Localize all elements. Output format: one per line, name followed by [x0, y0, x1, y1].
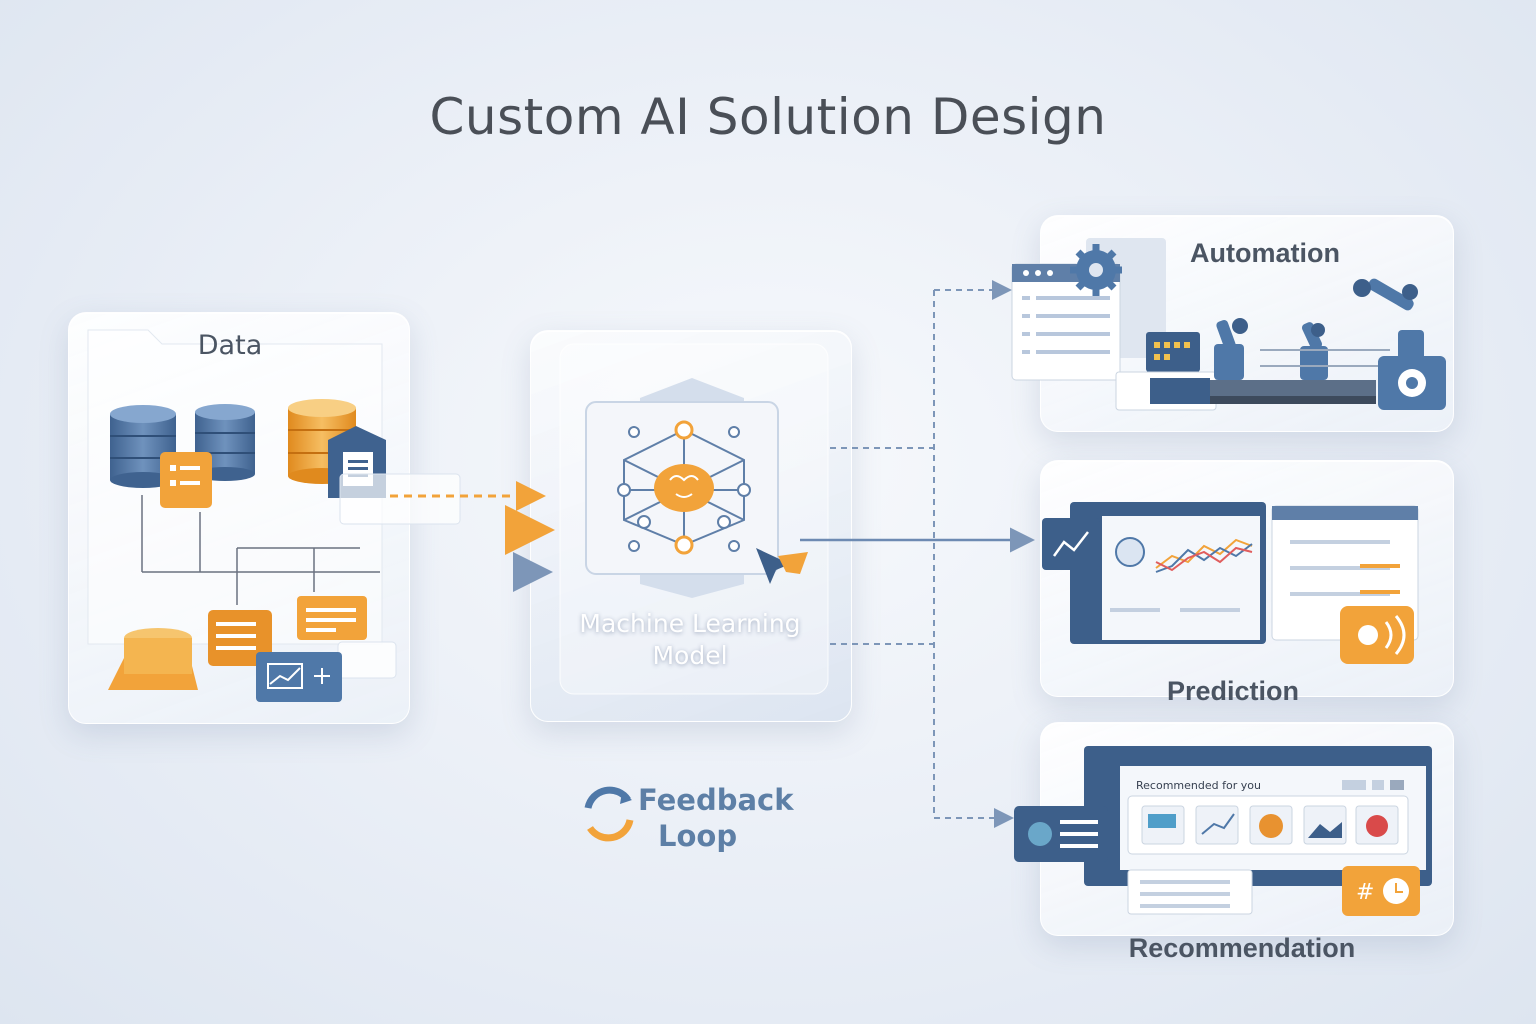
automation-illustration	[1011, 238, 1446, 411]
svg-text:#: #	[1356, 880, 1374, 905]
chart-card-icon	[256, 652, 342, 702]
feedback-label-line2: Loop	[658, 819, 738, 853]
prediction-label: Prediction	[1166, 676, 1300, 706]
prediction-illustration	[1042, 502, 1419, 664]
recommended-heading: Recommended for you	[1136, 779, 1261, 792]
storage-icon	[108, 628, 198, 690]
line-chart	[1155, 538, 1253, 573]
automation-label: Automation	[1190, 238, 1340, 268]
recommendation-illustration: #	[1014, 746, 1432, 916]
model-to-outputs-connectors	[800, 280, 1035, 828]
data-icons	[87, 329, 461, 702]
chart-icon	[1042, 518, 1100, 570]
document-icon	[160, 452, 212, 508]
document-icon	[297, 596, 367, 640]
list-card-icon	[1014, 806, 1108, 862]
robot-arm-icon	[1214, 278, 1424, 380]
model-label-line2: Model	[652, 641, 728, 670]
brain-icon	[654, 464, 714, 512]
feedback-label-line1: Feedback	[638, 783, 794, 817]
diagram-title: Custom AI Solution Design	[429, 88, 1107, 146]
model-icon	[559, 343, 829, 695]
recommendation-label: Recommendation	[1128, 933, 1356, 963]
feedback-label: Feedback Loop	[638, 782, 794, 854]
feedback-loop-icon	[584, 786, 634, 842]
gear-icon	[1378, 356, 1446, 410]
cursor-icon	[756, 548, 808, 584]
server-icon	[208, 610, 272, 666]
recommendation-thumbnails	[1141, 805, 1399, 845]
gear-icon	[1070, 244, 1122, 296]
data-label: Data	[197, 330, 263, 361]
speaker-icon	[1340, 606, 1414, 664]
model-label-line1: Machine Learning	[579, 609, 801, 638]
model-label: Machine Learning Model	[540, 608, 840, 672]
hashtag-clock-icon: #	[1342, 866, 1420, 916]
data-card	[339, 473, 461, 525]
data-to-model-arrows	[300, 481, 555, 592]
